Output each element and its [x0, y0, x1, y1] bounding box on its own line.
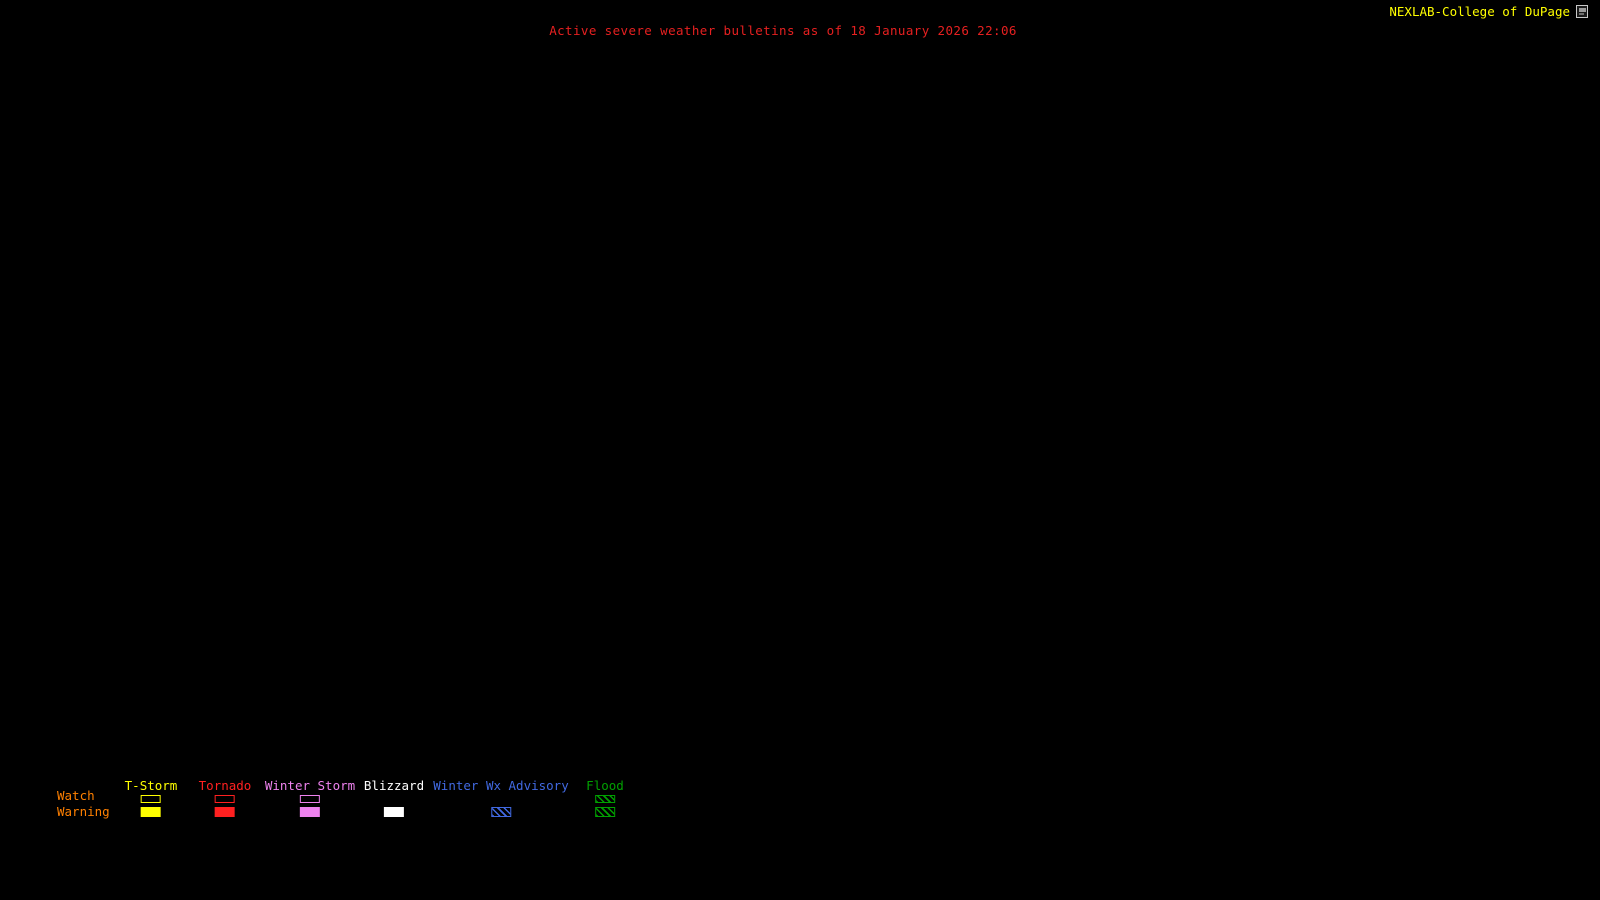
- brand-text: NEXLAB-College of DuPage: [1389, 4, 1570, 19]
- legend-col-winter-wx-advisory: Winter Wx Advisory: [433, 778, 569, 817]
- legend-col-blizzard: Blizzard: [364, 778, 424, 817]
- bulletin-title: Active severe weather bulletins as of 18…: [549, 23, 1017, 38]
- legend-col-t-storm: T-Storm: [124, 778, 178, 817]
- legend-label: Winter Storm: [264, 778, 356, 793]
- warning-swatch: [384, 807, 404, 817]
- site-branding: NEXLAB-College of DuPage: [1389, 4, 1588, 19]
- site-logo-icon: [1576, 5, 1588, 18]
- legend-col-tornado: Tornado: [198, 778, 252, 817]
- legend-label: Tornado: [198, 778, 252, 793]
- legend: Watch Warning T-Storm Tornado Winter Sto…: [0, 772, 740, 836]
- legend-row-warning-label: Warning: [57, 804, 110, 819]
- warning-swatch: [594, 807, 615, 817]
- warning-swatch: [491, 807, 511, 817]
- legend-row-watch-label: Watch: [57, 788, 95, 803]
- legend-label: Winter Wx Advisory: [433, 778, 569, 793]
- watch-swatch: [300, 795, 320, 803]
- legend-col-winter-storm: Winter Storm: [265, 778, 355, 817]
- watch-swatch: [594, 795, 615, 803]
- watch-swatch: [215, 795, 235, 803]
- warning-swatch: [215, 807, 235, 817]
- legend-label: T-Storm: [124, 778, 178, 793]
- watch-swatch: [141, 795, 161, 803]
- legend-col-flood: Flood: [586, 778, 624, 817]
- warning-swatch: [141, 807, 161, 817]
- legend-label: Blizzard: [363, 778, 425, 793]
- legend-label: Flood: [586, 778, 624, 793]
- warning-swatch: [300, 807, 320, 817]
